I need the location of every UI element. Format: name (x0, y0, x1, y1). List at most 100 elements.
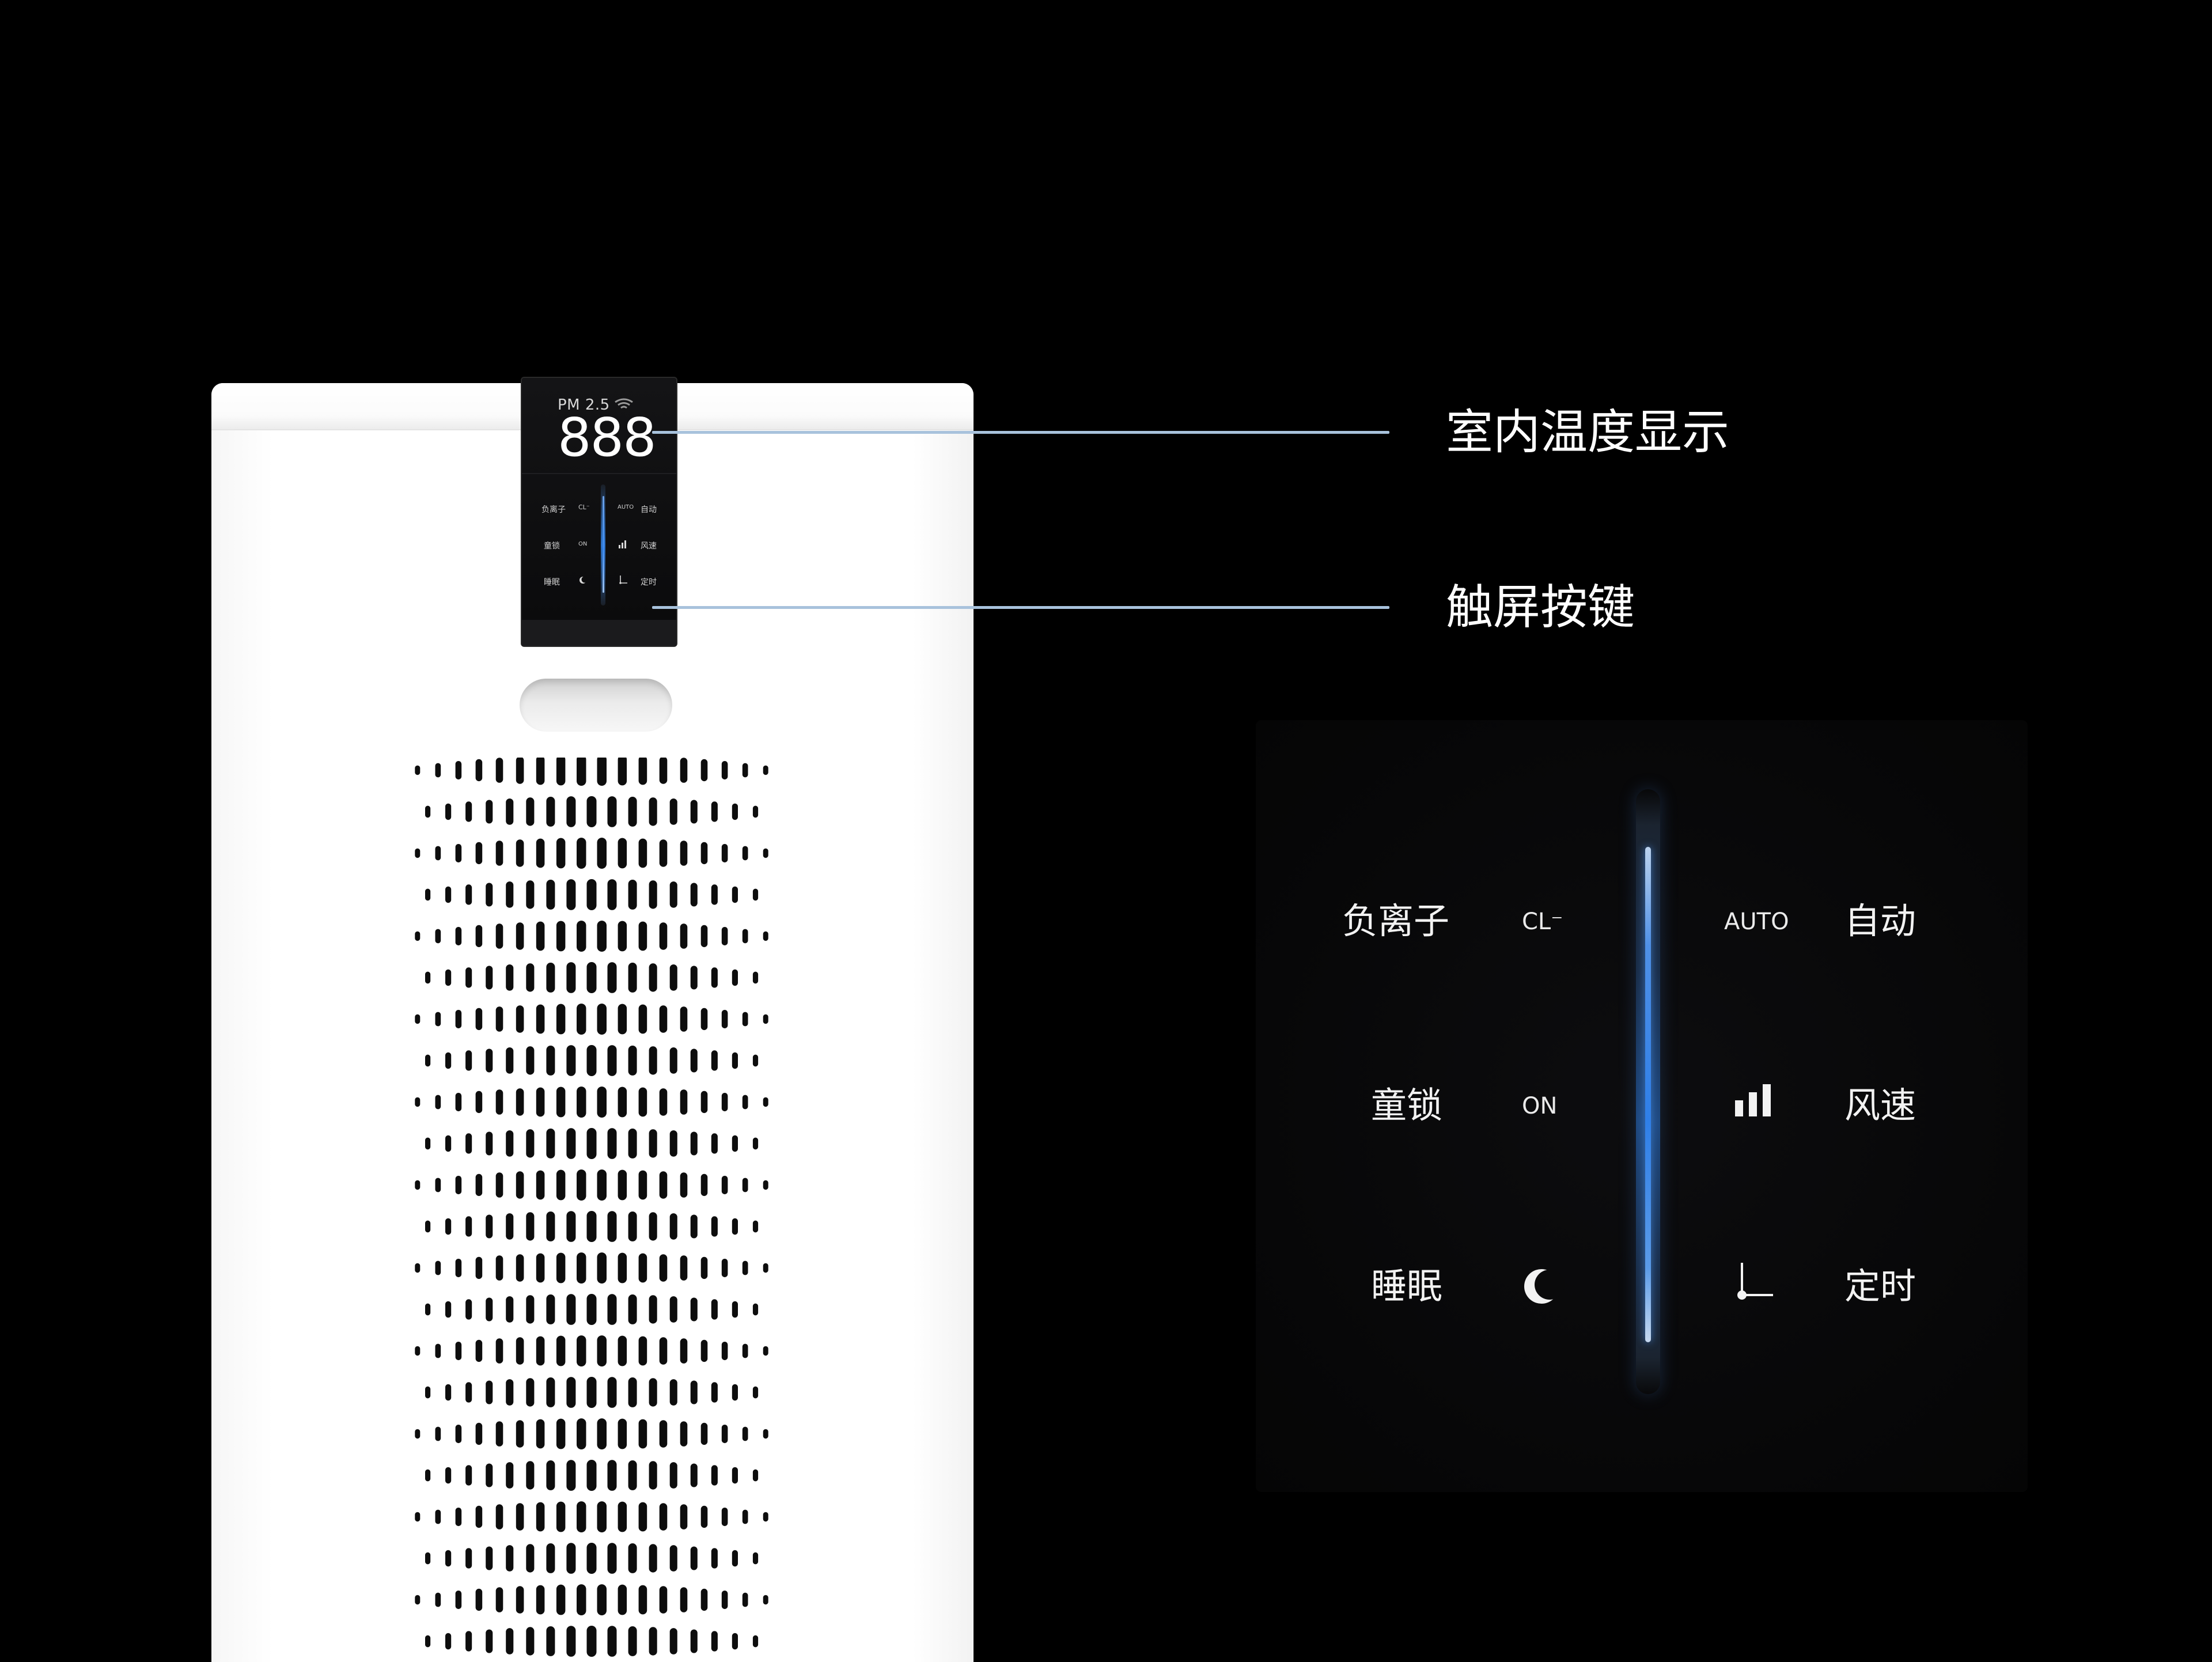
grille-slot (506, 1545, 514, 1572)
grille-slot (638, 1336, 647, 1366)
mini-label-auto[interactable]: 自动 (641, 505, 657, 514)
grille-slot (566, 1045, 576, 1076)
grille-slot (506, 1628, 514, 1655)
grille-slot (475, 1173, 483, 1197)
grille-slot (475, 925, 483, 948)
grille-slot (486, 800, 493, 824)
grille-slot (669, 1462, 677, 1489)
grille-slot (566, 796, 576, 827)
grille-slot (763, 1512, 768, 1522)
grille-slot (732, 803, 738, 820)
grille-slot (546, 963, 555, 993)
grille-slot (742, 846, 748, 861)
grille-slot (763, 1346, 768, 1356)
label-timer[interactable]: 定时 (1844, 1265, 1916, 1307)
label-auto[interactable]: 自动 (1844, 900, 1916, 942)
grille-slot (516, 1337, 524, 1365)
grille-slot (495, 1504, 503, 1530)
grille-slot (700, 1256, 708, 1279)
grille-slot (721, 1591, 728, 1610)
grille-slot (536, 758, 545, 785)
mini-label-sleep[interactable]: 睡眠 (544, 578, 560, 587)
grille-slot (455, 1425, 462, 1444)
grille-slot (721, 1176, 728, 1195)
grille-slot (763, 1263, 768, 1273)
grille-slot (742, 763, 748, 778)
grille-slot (711, 1465, 718, 1486)
grille-slot (415, 1595, 421, 1605)
grille-slot (577, 1252, 586, 1284)
mini-timer-icon (619, 576, 627, 584)
grille-slot (742, 1592, 748, 1607)
grille-slot (425, 1054, 431, 1067)
grille-slot (638, 1004, 647, 1034)
grille-slot (618, 1335, 627, 1366)
grille-slot (425, 1635, 431, 1648)
grille-slot (586, 879, 597, 910)
grille-slot (586, 796, 597, 827)
grille-slot (445, 1633, 452, 1650)
grille-slot (556, 838, 566, 869)
grille-slot (680, 1421, 688, 1447)
grille-slot (495, 1089, 503, 1115)
grille-slot (435, 1012, 441, 1027)
grille-slot (638, 758, 647, 785)
grille-slot (577, 1004, 586, 1035)
grille-slot (546, 880, 555, 910)
grille-slot (556, 758, 566, 786)
grille-slot (607, 1543, 617, 1574)
grille-slot (732, 1467, 738, 1484)
mini-label-fan-speed[interactable]: 风速 (641, 542, 657, 551)
grille-slot (475, 759, 483, 782)
mini-label-anion[interactable]: 负离子 (541, 505, 566, 514)
grille-slot (495, 841, 503, 866)
callout-temperature-display: 室内温度显示 (1446, 405, 1730, 460)
label-child-lock[interactable]: 童锁 (1371, 1084, 1443, 1126)
grille-slot (752, 1054, 759, 1067)
grille-slot (526, 797, 535, 826)
grille-slot (607, 1045, 617, 1076)
grille-slot (425, 805, 431, 818)
grille-slot (607, 1128, 617, 1159)
grille-slot (618, 1584, 627, 1615)
mini-label-timer[interactable]: 定时 (641, 578, 657, 587)
grille-slot (618, 1086, 627, 1118)
grille-slot (700, 1588, 708, 1611)
label-sleep[interactable]: 睡眠 (1371, 1265, 1443, 1307)
grille-slot (526, 1461, 535, 1490)
grille-slot (577, 1584, 586, 1615)
grille-slot (752, 971, 759, 984)
callout-line-temperature (652, 431, 1389, 434)
grille-slot (526, 1378, 535, 1407)
label-anion[interactable]: 负离子 (1342, 900, 1450, 942)
grille-slot (597, 758, 607, 786)
grille-slot (700, 925, 708, 948)
grille-slot (415, 848, 421, 858)
grille-slot (516, 839, 524, 867)
grille-slot (763, 1180, 768, 1190)
grille-slot (597, 1335, 607, 1366)
grille-slot (435, 1509, 441, 1524)
grille-slot (455, 927, 462, 946)
grille-slot (597, 1252, 607, 1284)
grille-slot (680, 758, 688, 783)
grille-slot (465, 801, 472, 822)
grille-slot (475, 1008, 483, 1031)
grille-slot (465, 1631, 472, 1652)
grille-slot (445, 1550, 452, 1567)
grille-slot (425, 1386, 431, 1399)
grille-slot (700, 1505, 708, 1528)
grille-slot (445, 886, 452, 903)
grille-slot (445, 1467, 452, 1484)
grille-slot (669, 1047, 677, 1074)
grille-slot (659, 1337, 668, 1365)
grille-slot (618, 1418, 627, 1449)
grille-slot (445, 1301, 452, 1318)
mini-label-child-lock[interactable]: 童锁 (544, 542, 560, 551)
grille-slot (465, 1216, 472, 1237)
label-fan-speed[interactable]: 风速 (1844, 1084, 1916, 1126)
grille-slot (732, 1633, 738, 1650)
grille-slot (516, 922, 524, 950)
grille-slot (742, 1095, 748, 1110)
grille-slot (526, 1627, 535, 1656)
